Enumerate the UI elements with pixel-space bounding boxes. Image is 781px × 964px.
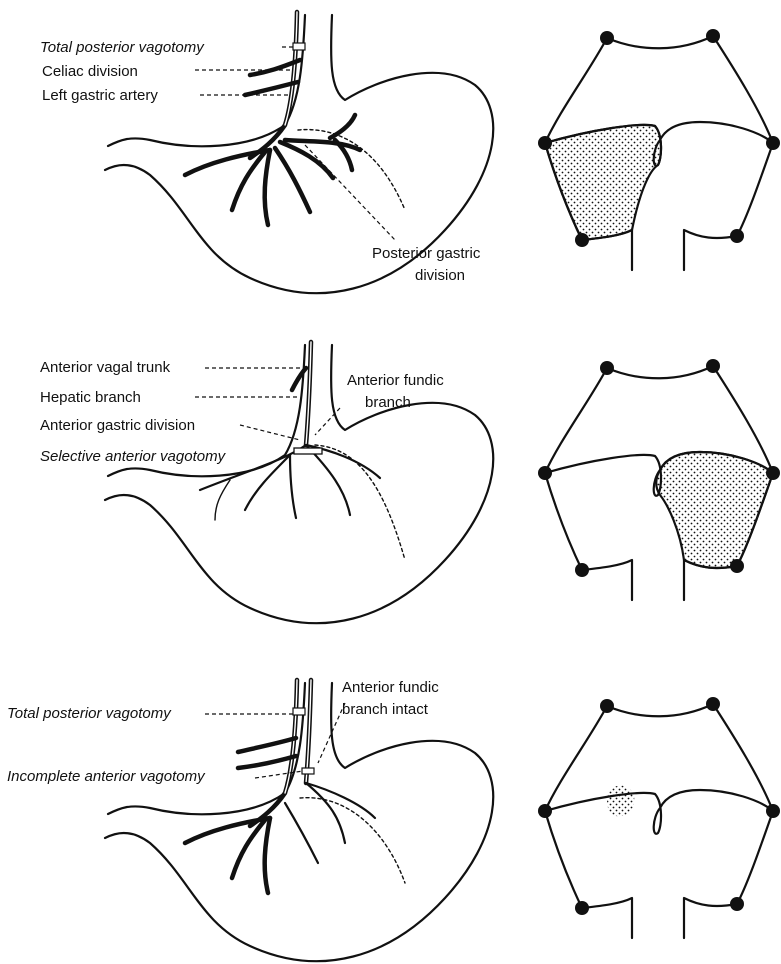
panel-2: Anterior vagal trunk Hepatic branch Ante… <box>40 342 780 623</box>
stomach-drawing-3 <box>105 680 493 961</box>
schematic-1 <box>538 29 780 270</box>
label-anterior-fundic-branch-line2: branch <box>365 394 411 411</box>
label-hepatic-branch: Hepatic branch <box>40 389 141 406</box>
label-anterior-gastric-division: Anterior gastric division <box>40 417 195 434</box>
label-left-gastric-artery: Left gastric artery <box>42 87 158 104</box>
label-total-posterior-vagotomy: Total posterior vagotomy <box>40 39 205 56</box>
label-anterior-fundic-branch-intact-line2: branch intact <box>342 701 429 718</box>
label-celiac-division: Celiac division <box>42 63 138 80</box>
label-anterior-fundic-branch-intact: Anterior fundic <box>342 679 439 696</box>
schematic-3 <box>538 697 780 938</box>
label-posterior-gastric-division-line2: division <box>415 267 465 284</box>
label-anterior-vagal-trunk: Anterior vagal trunk <box>40 359 171 376</box>
schematic-2 <box>538 359 780 600</box>
label-posterior-gastric-division: Posterior gastric <box>372 245 481 262</box>
label-selective-anterior-vagotomy: Selective anterior vagotomy <box>40 448 227 465</box>
panel-1: Total posterior vagotomy Celiac division… <box>40 12 780 293</box>
label-anterior-fundic-branch: Anterior fundic <box>347 372 444 389</box>
label-incomplete-anterior-vagotomy: Incomplete anterior vagotomy <box>7 768 206 785</box>
panel-3: Total posterior vagotomy Incomplete ante… <box>7 679 780 961</box>
label-total-posterior-vagotomy-3: Total posterior vagotomy <box>7 705 172 722</box>
